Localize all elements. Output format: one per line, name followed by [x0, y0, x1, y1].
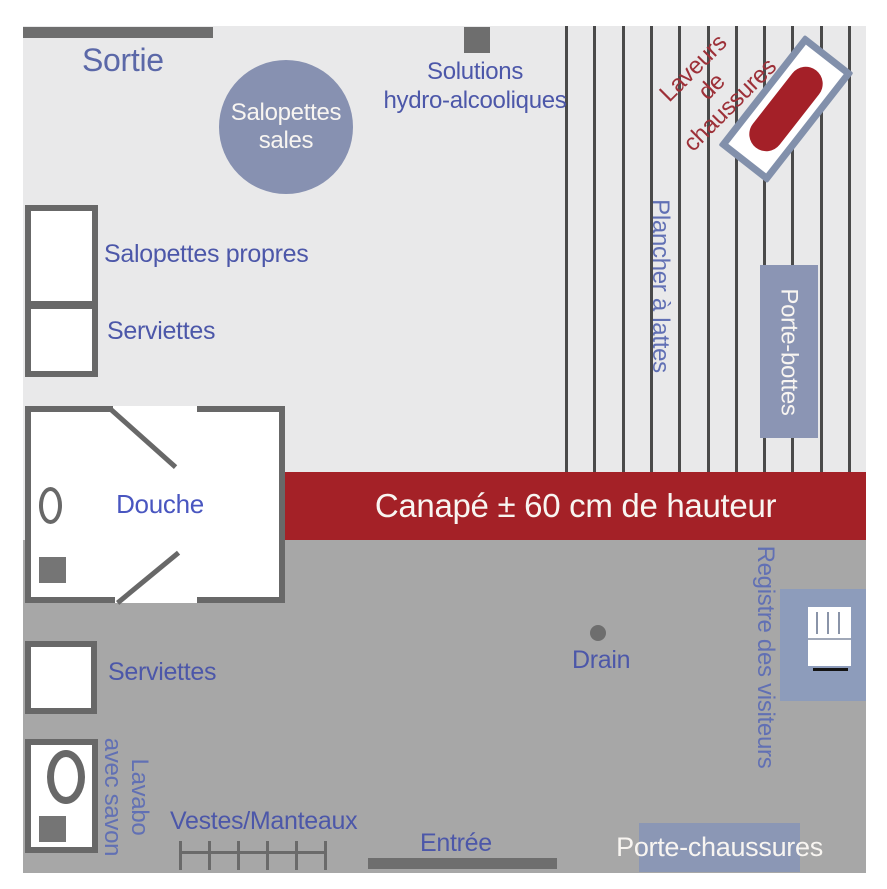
slat-line [593, 26, 596, 472]
coat-rack-hook [237, 841, 240, 870]
slat-line [622, 26, 625, 472]
slat-line [565, 26, 568, 472]
sink-soap-square [39, 816, 66, 842]
visitor-register-label: Registre des visiteurs [752, 545, 779, 769]
entrance-label: Entrée [420, 829, 492, 857]
slat-line [735, 26, 738, 472]
towels-upper-box [25, 303, 98, 377]
shower-wall-bottom-left [25, 597, 115, 603]
coat-rack-hook [179, 841, 182, 870]
clean-overalls-box [25, 205, 98, 307]
slat-line [763, 26, 766, 472]
exit-door-bar [23, 27, 213, 38]
shower-wall-bottom-right [197, 597, 285, 603]
register-page-line [816, 612, 818, 634]
bench-bar: Canapé ± 60 cm de hauteur [285, 472, 866, 540]
register-page-line [838, 612, 840, 634]
shower-wall-top-right [197, 406, 285, 412]
coat-rack-rail [179, 851, 325, 854]
bench-label: Canapé ± 60 cm de hauteur [374, 487, 777, 524]
shoe-rack-box: Porte-chaussures [616, 823, 823, 872]
boot-rack-label: Porte-bottes [776, 287, 804, 416]
dirty-overalls-bin: Salopettes sales [219, 60, 353, 194]
coat-rack-label: Vestes/Manteaux [170, 807, 358, 835]
towels-lower-label: Serviettes [108, 658, 217, 686]
slat-line [820, 26, 823, 472]
coat-rack-hook [266, 841, 269, 870]
shower-wall-left [25, 406, 31, 603]
sanitizer-label: Solutions hydro-alcooliques [383, 58, 567, 114]
coat-rack-hook [295, 841, 298, 870]
shower-soap-square [39, 557, 66, 583]
towels-lower-box [25, 641, 97, 714]
shower-wall-right [279, 406, 285, 603]
entrance-door-bar [368, 858, 557, 869]
register-page-line [827, 612, 829, 634]
slat-line [791, 26, 794, 472]
slat-line [678, 26, 681, 472]
register-divider-line [808, 638, 851, 640]
shower-wall-top-left [25, 406, 113, 412]
clean-overalls-label: Salopettes propres [104, 240, 309, 268]
sanitizer-dispenser [464, 27, 490, 53]
shower-head-ellipse [39, 487, 62, 524]
register-book-icon [808, 607, 851, 666]
sink-label: Lavabo avec savon [99, 737, 153, 857]
boot-rack-box: Porte-bottes [760, 265, 818, 438]
drain-label: Drain [572, 646, 631, 674]
slat-line [707, 26, 710, 472]
slatted-floor-label: Plancher à lattes [647, 199, 674, 373]
towels-upper-label: Serviettes [107, 317, 216, 345]
slat-line [848, 26, 851, 472]
dirty-overalls-label: Salopettes sales [230, 99, 342, 154]
shoe-rack-label: Porte-chaussures [616, 832, 823, 862]
shower-label: Douche [116, 489, 204, 519]
register-pen-line [813, 668, 848, 671]
slat-line [650, 26, 653, 472]
exit-label: Sortie [82, 42, 164, 78]
drain-dot [590, 625, 606, 641]
coat-rack-hook [324, 841, 327, 870]
coat-rack-hook [208, 841, 211, 870]
sink-basin-ellipse [47, 750, 85, 804]
